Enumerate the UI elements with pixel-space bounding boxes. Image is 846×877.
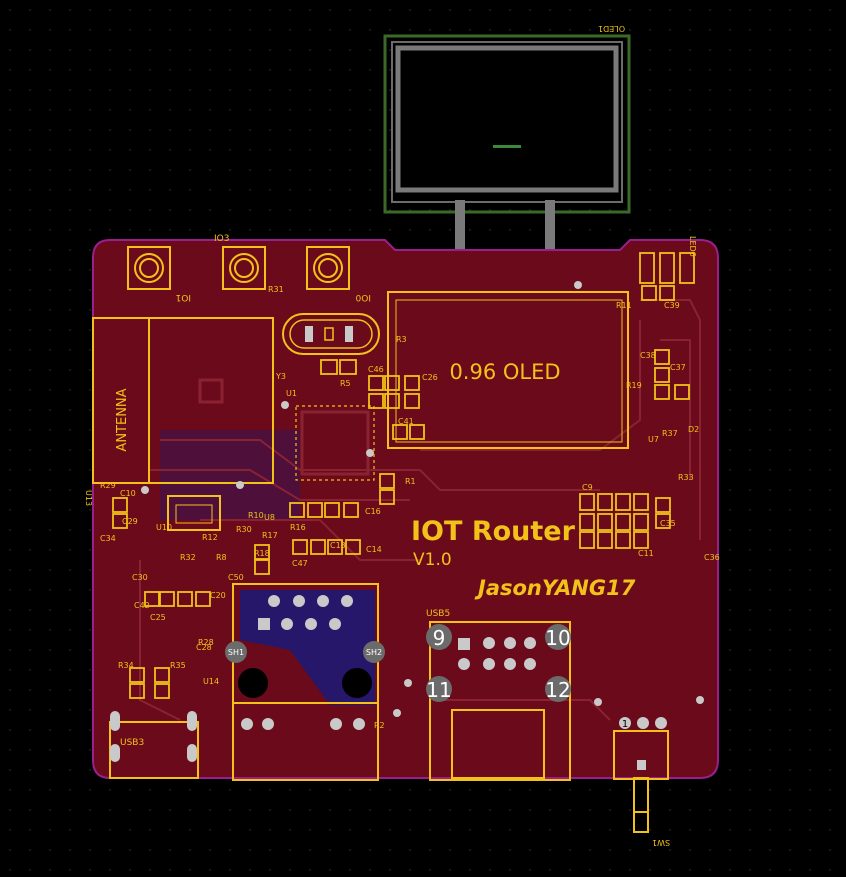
- sw1-label: SW1: [652, 838, 670, 847]
- u13-label: U13: [84, 490, 93, 506]
- refdes-label: C13: [330, 541, 346, 550]
- refdes-label: R11: [616, 301, 632, 310]
- refdes-label: C30: [132, 573, 148, 582]
- oled-module: OLED1: [383, 24, 631, 258]
- pin-11: 11: [426, 678, 451, 702]
- pin-12: 12: [545, 678, 570, 702]
- refdes-label: R3: [396, 335, 407, 344]
- antenna-label: ANTENNA: [115, 388, 130, 451]
- oled-footprint: 0.96 OLED: [387, 291, 629, 449]
- antenna-module: ANTENNA: [92, 317, 274, 484]
- copper-pour-usb: [240, 590, 375, 705]
- sh2-label: SH2: [366, 648, 382, 657]
- refdes-label: R32: [180, 553, 196, 562]
- board-author: JasonYANG17: [474, 576, 636, 600]
- refdes-label: C39: [664, 301, 680, 310]
- sh1-label: SH1: [228, 648, 244, 657]
- refdes-label: R34: [118, 661, 134, 670]
- smd-pads: [112, 252, 695, 699]
- refdes-label: R2: [374, 721, 385, 730]
- oled-module-label: OLED1: [598, 24, 625, 33]
- refdes-label: R17: [262, 531, 278, 540]
- refdes-label: C26: [422, 373, 438, 382]
- refdes-label: R12: [202, 533, 218, 542]
- refdes-label: R30: [236, 525, 252, 534]
- refdes-label: R29: [100, 481, 116, 490]
- refdes-label: R1: [405, 477, 416, 486]
- usb5-label: USB5: [426, 609, 450, 619]
- refdes-label: C35: [660, 519, 676, 528]
- rj45-connector: SH1 SH2: [225, 583, 385, 781]
- refdes-label: D2: [688, 425, 699, 434]
- refdes-label: C42: [134, 601, 150, 610]
- button-io3: [222, 246, 266, 290]
- crystal-y3: [282, 313, 380, 355]
- pin-10: 10: [545, 626, 570, 650]
- ic-u10: [167, 495, 221, 531]
- led-label: LED6: [688, 236, 697, 257]
- pin-9: 9: [433, 626, 446, 650]
- refdes-label: C16: [365, 507, 381, 516]
- refdes-label: C50: [228, 573, 244, 582]
- oled-label: 0.96 OLED: [449, 360, 560, 384]
- refdes-label: C34: [100, 534, 116, 543]
- refdes-label: C9: [582, 483, 593, 492]
- refdes-label: R16: [290, 523, 306, 532]
- refdes-label: R28: [198, 638, 214, 647]
- io3-label: IO3: [214, 234, 229, 244]
- refdes-label: C10: [120, 489, 136, 498]
- usb5-connector: 9 10 11 12: [426, 621, 571, 781]
- refdes-label: C36: [704, 553, 720, 562]
- usb3-connector: USB3: [109, 711, 199, 779]
- switch-sw1: 1 SW1: [613, 717, 670, 847]
- board-title: IOT Router: [411, 516, 576, 547]
- board-version: V1.0: [413, 550, 452, 570]
- refdes-label: R5: [340, 379, 351, 388]
- refdes-label: C25: [150, 613, 166, 622]
- pin-1: 1: [622, 719, 628, 730]
- mcu-chip: [295, 405, 375, 481]
- refdes-label: R37: [662, 429, 678, 438]
- refdes-label: R33: [678, 473, 694, 482]
- via-layer: [141, 281, 704, 717]
- refdes-layer: R31 Y3 U1 R5 C46 C26 C41 R1 R29 C10 C34 …: [100, 285, 720, 730]
- refdes-label: C29: [122, 517, 138, 526]
- io0-label: IO0: [355, 292, 371, 302]
- refdes-label: C11: [638, 549, 654, 558]
- refdes-label: C28: [196, 643, 212, 652]
- usb3-label: USB3: [120, 738, 144, 748]
- refdes-label: C38: [640, 351, 656, 360]
- refdes-label: Y3: [275, 372, 286, 381]
- refdes-label: R10: [248, 511, 264, 520]
- refdes-label: C37: [670, 363, 686, 372]
- io1-label: IO1: [176, 292, 191, 302]
- refdes-label: R18: [254, 549, 270, 558]
- refdes-label: U1: [286, 389, 297, 398]
- trace-layer: [139, 299, 701, 721]
- refdes-label: R31: [268, 285, 284, 294]
- copper-pour-mcu: [160, 430, 300, 520]
- refdes-label: U8: [264, 513, 275, 522]
- button-io0: [306, 246, 350, 290]
- refdes-label: R19: [626, 381, 642, 390]
- refdes-label: R8: [216, 553, 227, 562]
- refdes-label: C14: [366, 545, 382, 554]
- refdes-label: R35: [170, 661, 186, 670]
- refdes-label: C41: [398, 417, 414, 426]
- refdes-label: C20: [210, 591, 226, 600]
- refdes-label: C47: [292, 559, 308, 568]
- button-io1: [127, 246, 171, 290]
- refdes-label: U7: [648, 435, 659, 444]
- refdes-label: C46: [368, 365, 384, 374]
- refdes-label: U14: [203, 677, 219, 686]
- refdes-label: U10: [156, 523, 172, 532]
